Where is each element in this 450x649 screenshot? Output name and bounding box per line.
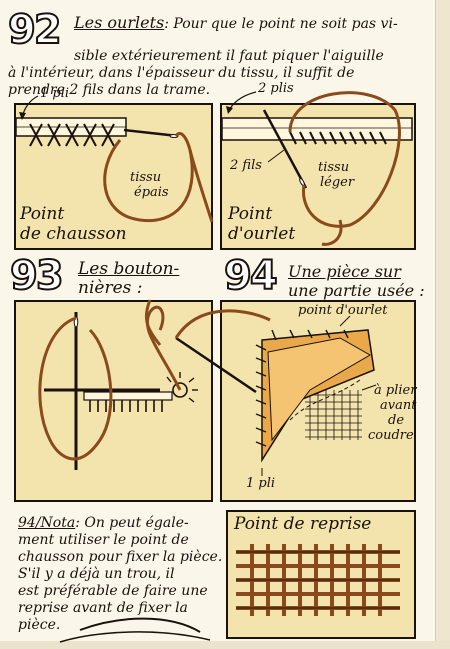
section-92-number: 92 xyxy=(7,7,63,53)
caption-d-ourlet: d'ourlet xyxy=(228,224,296,244)
nota-line-7: pièce. xyxy=(18,617,61,633)
nota-line-3: chausson pour fixer la pièce. xyxy=(18,549,223,565)
label-de: de xyxy=(388,413,405,428)
caption-point-de-reprise: Point de reprise xyxy=(234,514,372,534)
label-tissu-leger-2: léger xyxy=(320,175,355,190)
nota-prefix: 94/Nota xyxy=(18,515,76,531)
label-avant: avant xyxy=(380,398,417,413)
section-93-number: 93 xyxy=(9,253,65,299)
label-2-fils: 2 fils xyxy=(230,158,262,173)
nota-line-1: : On peut égale- xyxy=(75,515,189,531)
caption-point-ourlet: Point xyxy=(228,204,273,224)
label-epais: épais xyxy=(134,185,169,200)
label-2-plis: 2 plis xyxy=(258,81,294,96)
section-92-text: Les ourlets: Pour que le point ne soit p… xyxy=(74,14,424,33)
section-92-line-2: sible extérieurement il faut piquer l'ai… xyxy=(74,48,384,64)
section-92-line-1: : Pour que le point ne soit pas vi- xyxy=(164,16,398,32)
section-93-title: Les bouton- nières : xyxy=(78,260,179,298)
page-bottom-edge xyxy=(0,641,450,649)
label-tissu-leger-1: tissu xyxy=(318,160,350,175)
caption-de-chausson: de chausson xyxy=(20,224,127,244)
label-a-plier: à plier xyxy=(374,383,417,398)
caption-point: Point xyxy=(20,204,65,224)
section-92-line-4: prendre 2 fils dans la trame. xyxy=(8,82,211,98)
panel-piece xyxy=(220,300,416,502)
label-1-pli-patch: 1 pli xyxy=(246,476,276,491)
label-1-pli: 1 pli xyxy=(40,86,70,101)
panel-point-de-reprise xyxy=(226,510,416,639)
nota-line-6: reprise avant de fixer la xyxy=(18,600,188,616)
section-92-line-3: à l'intérieur, dans l'épaisseur du tissu… xyxy=(8,65,355,81)
label-tissu: tissu xyxy=(130,170,162,185)
nota-text: 94/Nota: On peut égale- ment utiliser le… xyxy=(18,515,223,634)
section-92-title: Les ourlets xyxy=(74,13,165,32)
page-edge xyxy=(435,0,450,649)
nota-line-5: est préférable de faire une xyxy=(18,583,208,599)
label-point-d-ourlet: point d'ourlet xyxy=(298,303,388,318)
section-94-title-line-1: Une pièce sur xyxy=(288,262,401,281)
section-92-body: sible extérieurement il faut piquer l'ai… xyxy=(8,48,428,99)
nota-line-4: S'il y a déjà un trou, il xyxy=(18,566,175,582)
section-94-number: 94 xyxy=(223,253,279,299)
section-94-title: Une pièce sur une partie usée : xyxy=(288,262,425,300)
section-93-title-line-2: nières : xyxy=(78,278,143,298)
section-94-title-line-2: une partie usée : xyxy=(288,281,425,300)
label-coudre: coudre xyxy=(368,428,414,443)
section-93-title-line-1: Les bouton- xyxy=(78,259,180,279)
nota-line-2: ment utiliser le point de xyxy=(18,532,189,548)
